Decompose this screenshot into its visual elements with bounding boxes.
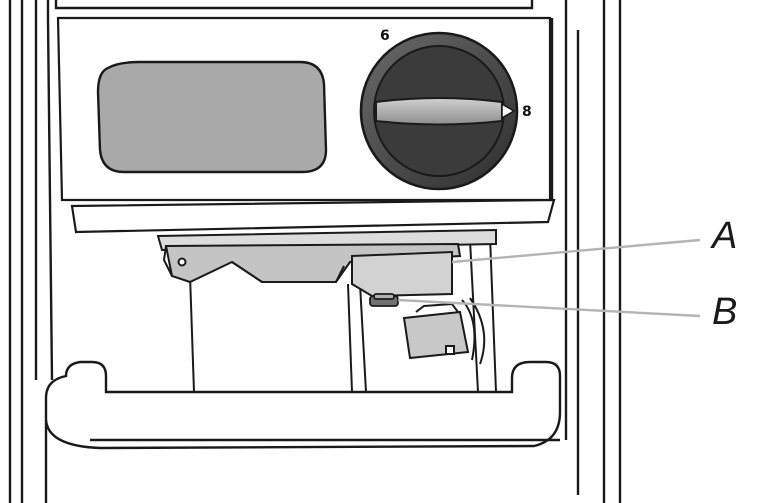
display-window bbox=[96, 60, 328, 174]
dial-mark-right: 8 bbox=[522, 104, 532, 120]
tray-assembly bbox=[156, 228, 497, 284]
dial-mark-top: 6 bbox=[380, 28, 390, 44]
callout-a: A bbox=[710, 215, 737, 257]
switch-box bbox=[402, 297, 486, 365]
part-a bbox=[351, 250, 453, 298]
callout-b: B bbox=[712, 291, 737, 333]
part-b bbox=[369, 293, 399, 307]
selector-dial bbox=[359, 31, 519, 191]
leader-line-b bbox=[397, 298, 701, 318]
leader-lines bbox=[397, 238, 701, 318]
cavity-walls bbox=[189, 235, 497, 393]
cabinet-frame bbox=[8, 0, 622, 503]
leader-line-a bbox=[451, 238, 701, 264]
bottom-drawer bbox=[44, 360, 562, 503]
